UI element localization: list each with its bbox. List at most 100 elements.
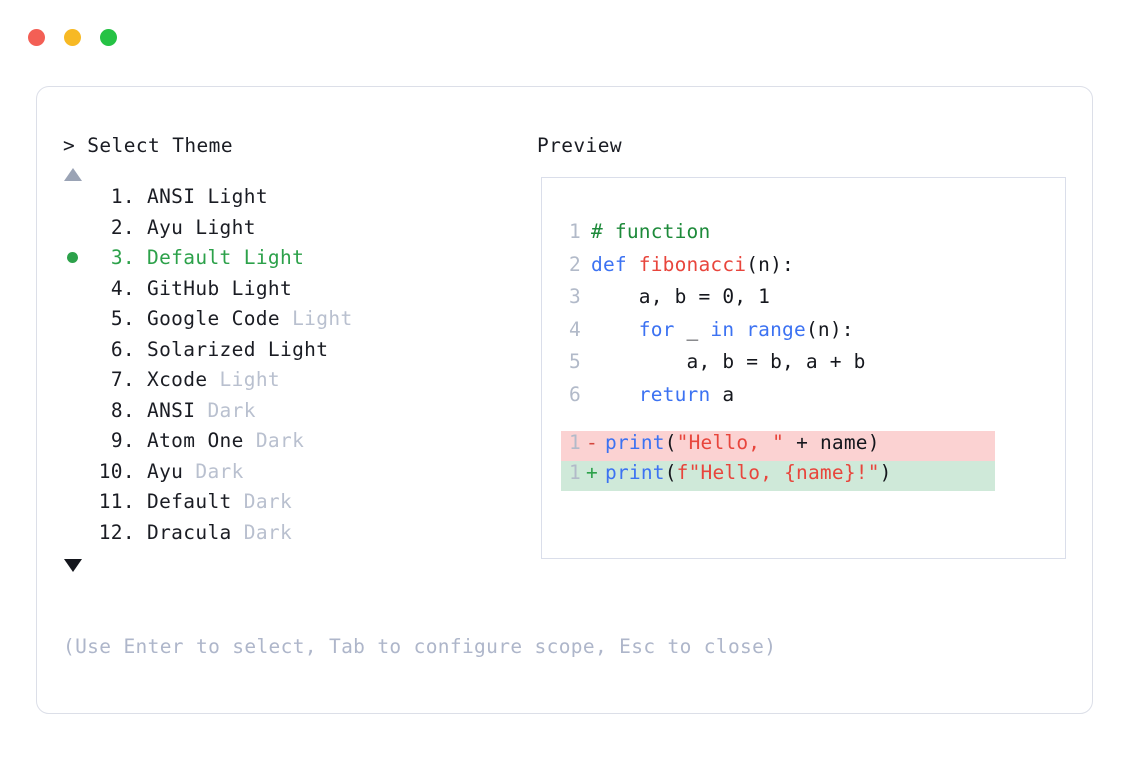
code-token: def [591,252,639,276]
code-token: _ [674,317,711,341]
theme-item-index: 3. [110,246,135,269]
theme-item-variant: Light [207,185,268,208]
diff-line-text: print(f"Hello, {name}!") [603,461,892,484]
theme-item-name: Atom One Dark [147,429,305,452]
close-dot[interactable] [28,29,45,46]
scroll-down-row[interactable] [63,551,533,579]
theme-item-index: 1. [110,185,135,208]
code-token: print [605,431,665,454]
code-token: # function [591,220,711,243]
selected-dot-icon [67,252,78,263]
maximize-dot[interactable] [100,29,117,46]
triangle-down-icon[interactable] [64,559,82,572]
diff-line-number: 1 [569,431,581,454]
theme-item-variant: Light [219,368,280,391]
theme-item-name: Default Dark [147,490,293,513]
code-line-number: 6 [569,382,581,406]
code-line-number: 3 [569,285,581,308]
theme-item-index: 8. [110,398,135,422]
code-token: f"Hello, {name}!" [676,461,880,484]
theme-item-variant: Light [195,215,256,239]
theme-item-index: 7. [110,368,135,391]
theme-item-variant: Dark [195,459,244,483]
diff-line-plus: 1+print(f"Hello, {name}!") [561,461,995,491]
theme-item-index: 9. [110,429,135,452]
code-line-number: 4 [569,317,581,341]
theme-item-variant: Light [231,276,293,300]
code-token: a [710,382,735,406]
diff-line-number: 1 [569,461,581,484]
diff-sign: - [586,431,598,454]
keyboard-hint: (Use Enter to select, Tab to configure s… [63,635,777,658]
code-token: a, b = b, a + b [591,350,866,373]
theme-item-index: 4. [110,276,135,300]
theme-list-item[interactable]: 9. Atom One Dark [63,429,533,460]
code-token: ( [664,431,677,454]
theme-item-variant: Dark [243,490,293,513]
code-token: (n): [805,317,854,341]
theme-list-item[interactable]: 3.Default Light [63,246,533,277]
theme-list-item[interactable]: 6. Solarized Light [63,338,533,369]
minimize-dot[interactable] [64,29,81,46]
theme-list-item[interactable]: 1.ANSI Light [63,185,533,216]
code-line: 5 a, b = b, a + b [561,350,1059,383]
code-token: (n): [746,252,794,276]
diff-line-minus: 1-print("Hello, " + name) [561,431,995,461]
diff-lines: 1-print("Hello, " + name)1+print(f"Hello… [561,431,1059,491]
code-line: 4 for _ in range(n): [561,318,1059,351]
code-line-number: 5 [569,350,581,373]
code-token: for [638,317,675,341]
code-token: + name) [784,431,880,454]
code-token: print [605,461,665,484]
code-line: 6 return a [561,383,1059,416]
preview-title: Preview [537,134,622,157]
theme-item-variant: Light [267,337,329,361]
theme-list-item[interactable]: 5.Google Code Light [63,307,533,338]
theme-item-index: 11. [98,490,135,513]
code-token: a, b = 0, 1 [591,285,771,308]
scroll-up-row[interactable] [63,159,533,183]
theme-item-variant: Light [243,246,305,269]
theme-item-variant: Dark [243,520,293,544]
code-line: 1# function [561,220,1059,253]
theme-item-index: 10. [98,459,135,483]
code-line-text: # function [581,220,710,243]
theme-list-item[interactable]: 12.Dracula Dark [63,521,533,552]
code-token [591,318,639,341]
theme-item-name: Ayu Dark [147,459,244,483]
theme-list-item[interactable]: 10. Ayu Dark [63,460,533,491]
code-line: 3 a, b = 0, 1 [561,285,1059,318]
code-token: in range [710,317,806,341]
code-line-text: def fibonacci(n): [581,253,794,276]
code-token: ) [879,461,892,484]
theme-list-item[interactable]: 11. Default Dark [63,490,533,521]
code-token [591,383,639,406]
diff-sign: + [586,461,598,484]
triangle-up-icon[interactable] [64,168,82,181]
theme-item-name: Solarized Light [147,337,329,361]
theme-list-item[interactable]: 7. Xcode Light [63,368,533,399]
diff-line-text: print("Hello, " + name) [603,431,880,454]
code-token: ( [664,461,677,484]
select-theme-prompt: > Select Theme [63,134,233,157]
theme-list-item[interactable]: 8. ANSI Dark [63,399,533,430]
theme-item-name: Xcode Light [147,368,280,391]
theme-item-variant: Light [292,307,353,330]
theme-item-index: 2. [110,215,135,239]
theme-item-index: 12. [98,520,135,544]
theme-list-item[interactable]: 4.GitHub Light [63,277,533,308]
theme-item-index: 6. [110,337,135,361]
theme-item-name: ANSI Dark [147,398,256,422]
code-token: "Hello, " [676,431,785,454]
theme-item-name: Google Code Light [147,307,353,330]
theme-list-item[interactable]: 2.Ayu Light [63,216,533,247]
code-token: fibonacci [638,252,747,276]
theme-item-variant: Dark [255,429,305,452]
